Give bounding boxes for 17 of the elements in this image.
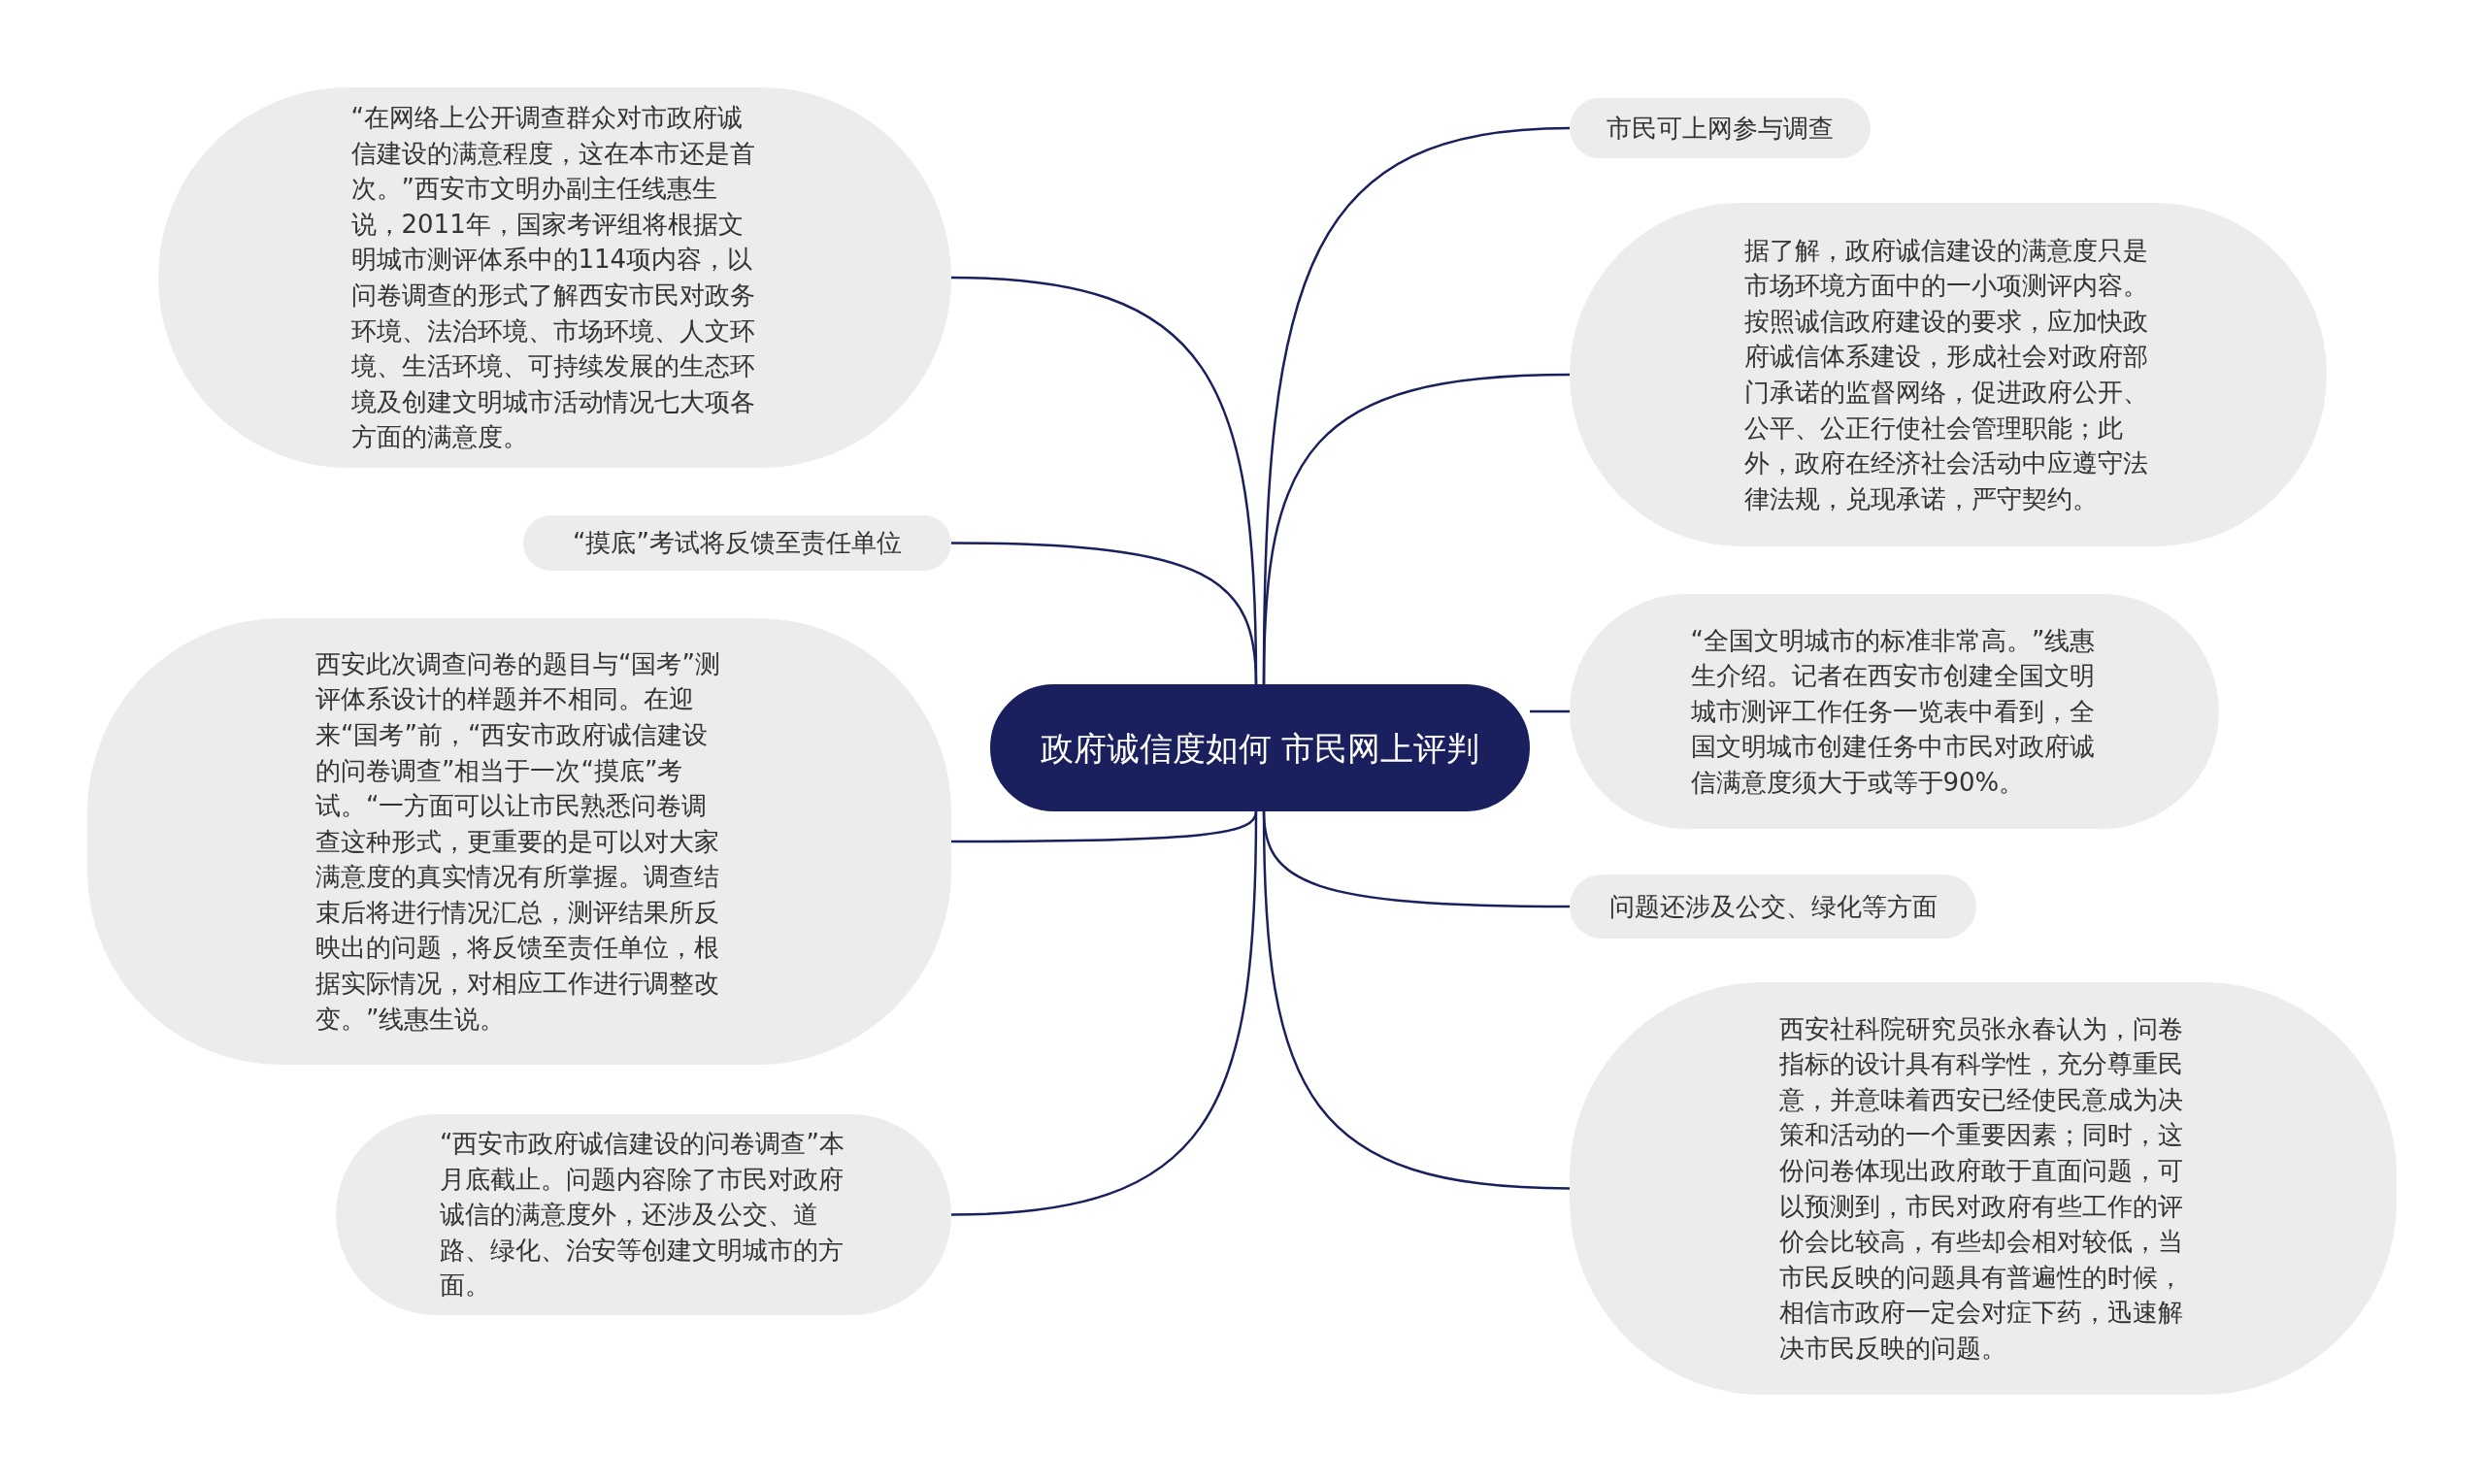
note-bubble: 据了解，政府诚信建设的满意度只是市场环境方面中的一小项测评内容。按照诚信政府建设的要求，应加快政府诚信体系建设，形成社会对政府部门承诺的监督网络，促进政府公开、公平、公正行使社会管理职能；此外，政府在经济社会活动中应遵守法律法规，兑现承诺，严守契约。 (1570, 203, 2327, 546)
connector-line (951, 810, 1258, 843)
note-bubble: “西安市政府诚信建设的问卷调查”本月底截止。问题内容除了市民对政府诚信的满意度外，还涉及公交、道路、绿化、治安等创建文明城市的方面。 (336, 1114, 951, 1315)
connector-line (1530, 709, 1570, 713)
connector-line (1262, 126, 1571, 684)
note-bubble: 市民可上网参与调查 (1570, 98, 1871, 158)
note-bubble: “全国文明城市的标准非常高。”线惠生介绍。记者在西安市创建全国文明城市测评工作任务一览表中看到，全国文明城市创建任务中市民对政府诚信满意度须大于或等于90%。 (1570, 594, 2219, 829)
note-bubble: 问题还涉及公交、绿化等方面 (1570, 874, 1976, 939)
note-bubble: 西安此次调查问卷的题目与“国考”测评体系设计的样题并不相同。在迎来“国考”前，“西安市政府诚信建设的问卷调查”相当于一次“摸底”考试。“一方面可以让市民熟悉问卷调查这种形式，更重要的是可以对大家满意度的真实情况有所掌握。调查结束后将进行情况汇总，测评结果所反映出的问题，将反馈至责任单位，根据实际情况，对相应工作进行调整改变。”线惠生说。 (87, 618, 951, 1065)
connector-line (1262, 811, 1571, 1190)
connector-line (950, 811, 1258, 1216)
note-bubble: “在网络上公开调查群众对市政府诚信建设的满意程度，这在本市还是首次。”西安市文明办副主任线惠生说，2011年，国家考评组将根据文明城市测评体系中的114项内容，以问卷调查的形式了解西安市民对政务环境、法治环境、市场环境、人文环境、生活环境、可持续发展的生态环境及创建文明城市活动情况七大项各方面的满意度。 (158, 87, 951, 468)
topic-box: 政府诚信度如何 市民网上评判 (990, 684, 1530, 811)
connector-line (1262, 373, 1571, 685)
note-bubble: 西安社科院研究员张永春认为，问卷指标的设计具有科学性，充分尊重民意，并意味着西安已经使民意成为决策和活动的一个重要因素；同时，这份问卷体现出政府敢于直面问题，可以预测到，市民对政府有些工作的评价会比较高，有些却会相对较低，当市民反映的问题具有普遍性的时候，相信市政府一定会对症下药，迅速解决市民反映的问题。 (1570, 982, 2397, 1395)
connector-line (951, 542, 1258, 685)
note-bubble: “摸底”考试将反馈至责任单位 (523, 515, 951, 571)
